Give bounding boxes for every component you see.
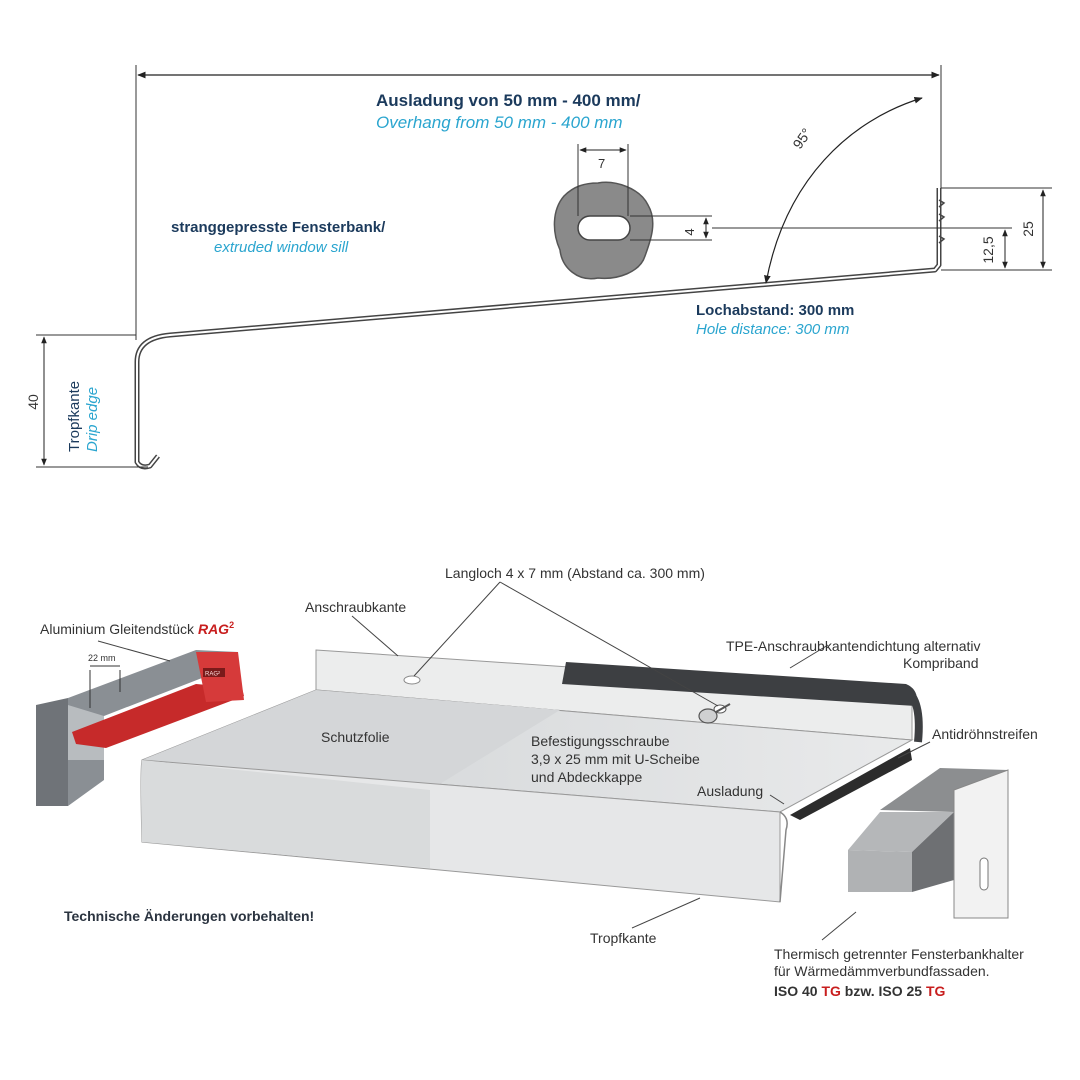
- screw-head: [698, 708, 718, 724]
- slot-hole: [577, 215, 631, 241]
- drip-label-en: Drip edge: [84, 387, 101, 452]
- gleit-label: Aluminium Gleitendstück RAG2: [40, 620, 234, 637]
- leader-ausladung: [769, 794, 785, 805]
- overhang-label-de: Ausladung von 50 mm - 400 mm/: [376, 91, 641, 110]
- overhang-label-en: Overhang from 50 mm - 400 mm: [376, 113, 623, 132]
- drip-label-de: Tropfkante: [66, 381, 83, 452]
- leader-slot-2: [499, 581, 719, 707]
- holder-side-block: [912, 812, 954, 892]
- holder-upper-face: [848, 812, 954, 852]
- leader-tpe: [789, 644, 829, 669]
- end-piece-tag: [203, 668, 225, 677]
- top-drawing: 95° 7 4 25 12,5 40 Ausladung von 50 mm -…: [25, 65, 1052, 470]
- tpe-seal-end: [903, 686, 923, 743]
- end-piece-top: [68, 650, 238, 806]
- sill-label-de: stranggepresste Fensterbank/: [171, 219, 386, 236]
- tpe-seal: [562, 662, 917, 706]
- anti-drone-strip: [790, 748, 912, 820]
- screw-label-line2: 3,9 x 25 mm mit U-Scheibe: [531, 751, 700, 767]
- sill-front-edge: [779, 811, 788, 903]
- total-height-label: 25: [1020, 221, 1036, 237]
- leader-anti: [897, 741, 931, 759]
- leader-slot-1: [413, 581, 501, 677]
- slot-height-label: 4: [682, 228, 697, 235]
- leader-tropf: [631, 897, 701, 929]
- protective-foil-front: [141, 760, 430, 868]
- half-height-label: 12,5: [980, 236, 996, 263]
- leader-screw-edge: [351, 615, 399, 657]
- slot-hole-3d: [403, 675, 421, 685]
- protective-foil: [142, 690, 560, 790]
- holder-slot: [979, 857, 989, 891]
- anti-label: Antidröhnstreifen: [932, 726, 1038, 742]
- end-piece-tag-text: RAG²: [205, 672, 220, 678]
- tpe-label-line2: Kompriband: [903, 655, 979, 671]
- screw-label-line1: Befestigungsschraube: [531, 733, 670, 749]
- end-piece-front: [36, 698, 68, 806]
- holder-plate: [953, 769, 1009, 919]
- angle-label: 95°: [789, 125, 814, 152]
- tropf-label: Tropfkante: [590, 930, 657, 946]
- end-piece-red-lip: [72, 684, 244, 748]
- tech-changes-note: Technische Änderungen vorbehalten!: [64, 908, 314, 924]
- sill-label-en: extruded window sill: [214, 239, 349, 256]
- foil-label: Schutzfolie: [321, 729, 390, 745]
- ausladung-label: Ausladung: [697, 783, 763, 799]
- slot-width-label: 7: [598, 156, 605, 171]
- leader-gleit: [97, 640, 171, 662]
- screw-shaft: [715, 703, 731, 713]
- leader-holder: [821, 911, 857, 941]
- tpe-label-line1: TPE-Anschraubkantendichtung alternativ: [726, 638, 980, 654]
- gleit-dim-label: 22 mm: [88, 653, 116, 663]
- holder-top: [880, 768, 1008, 812]
- screw-label-line3: und Abdeckkappe: [531, 769, 643, 785]
- window-sill-holder: [848, 768, 1009, 919]
- bottom-illustration: RAG² 22 mm: [36, 565, 1038, 999]
- hole-distance-de: Lochabstand: 300 mm: [696, 302, 854, 319]
- holder-label-line2: für Wärmedämmverbundfassaden.: [774, 963, 990, 979]
- screw-edge-label: Anschraubkante: [305, 599, 406, 615]
- drip-height-label: 40: [25, 394, 41, 410]
- angle-arc: [764, 97, 923, 284]
- iso-label: ISO 40 TG bzw. ISO 25 TG: [774, 983, 946, 999]
- hole-distance-en: Hole distance: 300 mm: [696, 321, 849, 338]
- holder-label-line1: Thermisch getrennter Fensterbankhalter: [774, 946, 1024, 962]
- sliding-end-piece: RAG² 22 mm: [36, 650, 244, 806]
- screw-edge-grooves: [938, 199, 946, 244]
- slot-label: Langloch 4 x 7 mm (Abstand ca. 300 mm): [445, 565, 705, 581]
- holder-front-block: [848, 850, 912, 892]
